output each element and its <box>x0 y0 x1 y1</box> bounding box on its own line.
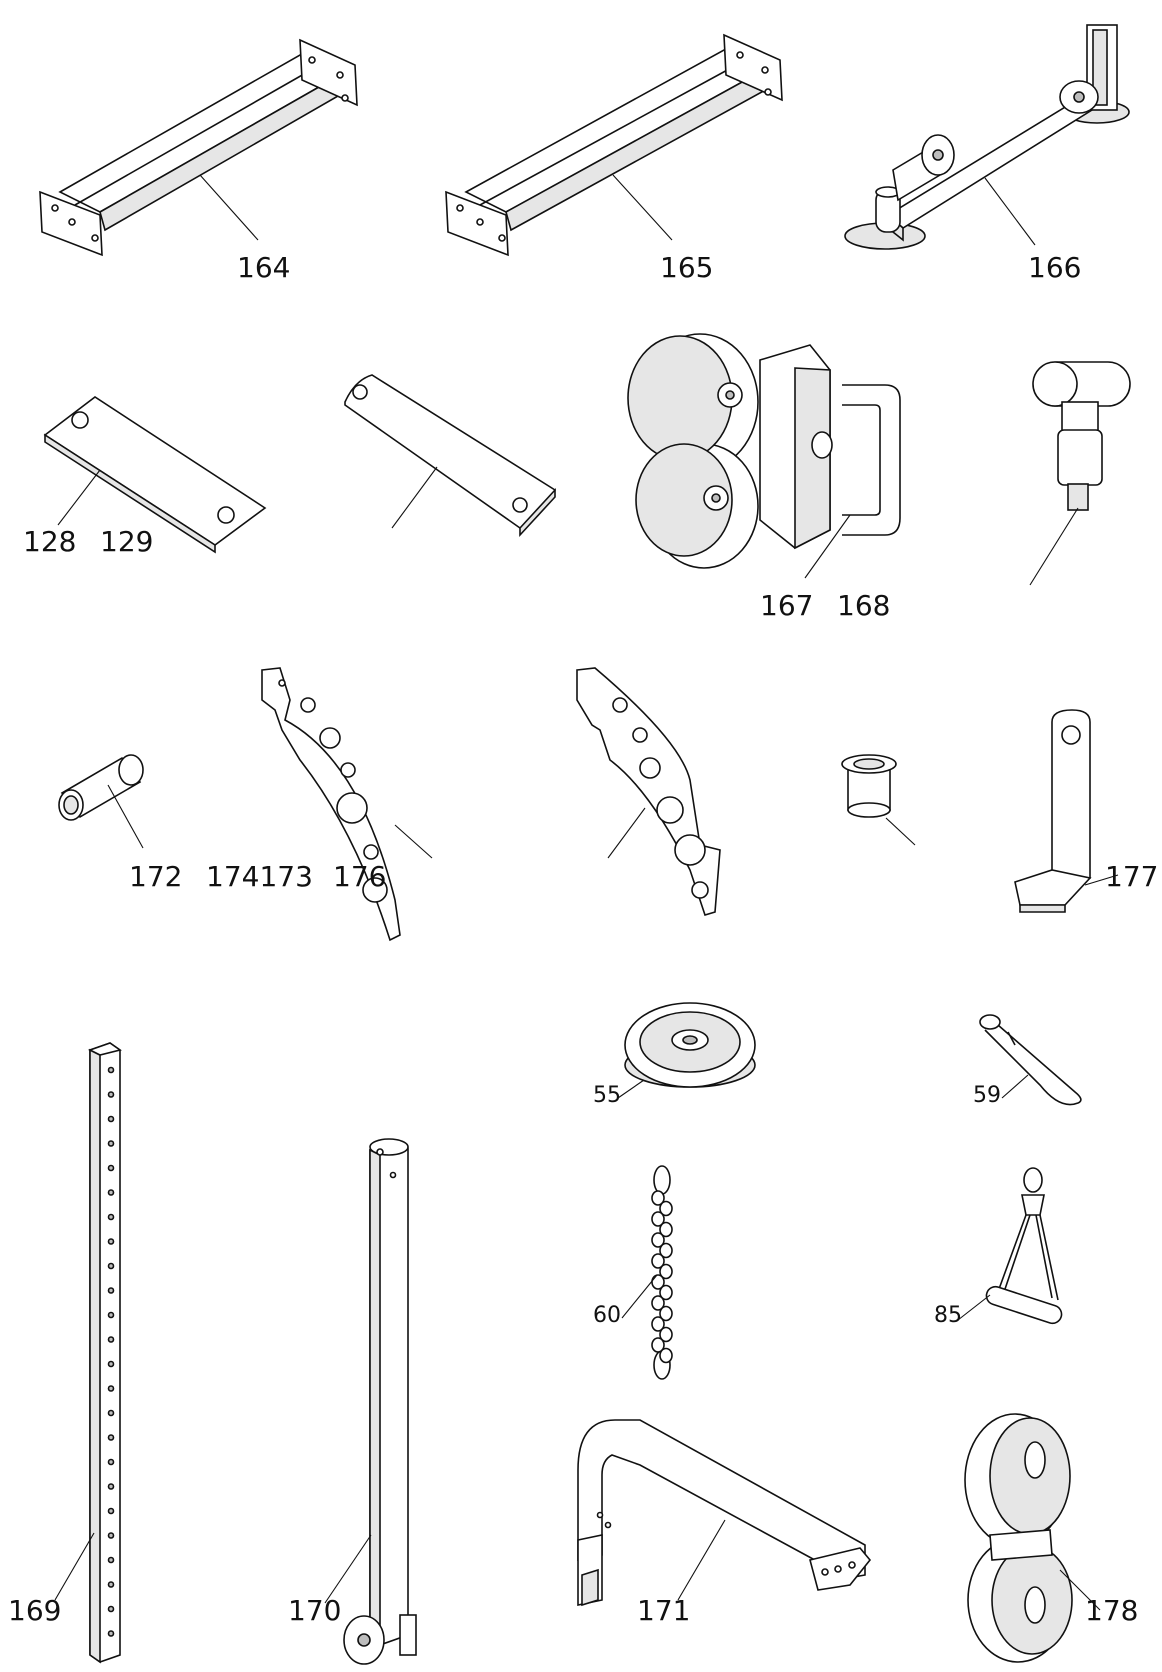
part-165-crossbar <box>445 33 783 257</box>
part-60-chain <box>621 1165 673 1380</box>
chain-link <box>659 1284 673 1301</box>
part-170-upright-pulley <box>324 1138 417 1665</box>
part-167-168-pulley-carriage <box>627 333 901 579</box>
part-side-plate-mirror <box>576 667 721 916</box>
upright-hole <box>107 1189 115 1196</box>
label-129: 129 <box>100 525 154 558</box>
label-85: 85 <box>934 1303 962 1328</box>
chain-link <box>659 1221 673 1238</box>
upright-hole <box>107 1605 115 1613</box>
part-171-bent-arm <box>577 1419 872 1607</box>
label-177: 177 <box>1105 860 1159 893</box>
upright-hole <box>107 1385 115 1392</box>
label-178: 178 <box>1085 1594 1139 1627</box>
upright-hole <box>107 1532 115 1539</box>
upright-hole <box>107 1336 115 1343</box>
part-169-upright <box>54 1042 122 1664</box>
upright-hole <box>107 1238 115 1245</box>
part-pop-pin <box>1029 361 1131 586</box>
chain-link <box>659 1242 673 1259</box>
part-164-crossbar <box>39 38 358 257</box>
part-59-spring-clip <box>979 1014 1082 1106</box>
upright-hole <box>107 1262 115 1270</box>
label-164: 164 <box>237 251 291 284</box>
label-55: 55 <box>593 1083 621 1108</box>
label-168: 168 <box>837 589 891 622</box>
upright-hole <box>107 1164 115 1172</box>
upright-hole <box>107 1409 115 1417</box>
upright-hole <box>107 1066 115 1074</box>
part-128-129-plate <box>43 396 267 554</box>
label-170: 170 <box>288 1594 342 1627</box>
upright-hole <box>107 1360 115 1368</box>
part-174-173-176-side-plate <box>261 667 433 942</box>
chain-link <box>659 1305 673 1322</box>
chain-link <box>651 1316 665 1332</box>
part-178-double-pulley <box>964 1413 1101 1663</box>
chain-link <box>651 1253 665 1269</box>
chain-link <box>659 1347 673 1364</box>
upright-hole <box>107 1483 115 1490</box>
part-flanged-bushing <box>841 754 916 846</box>
upright-hole <box>107 1458 115 1466</box>
label-165: 165 <box>660 251 714 284</box>
label-59: 59 <box>973 1083 1001 1108</box>
label-172: 172 <box>129 860 183 893</box>
upright-hole <box>107 1311 115 1319</box>
chain-link <box>651 1190 665 1206</box>
upright-hole <box>107 1581 115 1588</box>
upright-hole <box>107 1287 115 1294</box>
label-176: 176 <box>333 860 387 893</box>
upright-hole <box>107 1115 115 1123</box>
label-60: 60 <box>593 1303 621 1328</box>
upright-hole <box>107 1630 115 1637</box>
label-174173: 174173 <box>206 860 313 893</box>
upright-hole <box>107 1213 115 1221</box>
label-167: 167 <box>760 589 814 622</box>
chain-link <box>651 1337 665 1353</box>
chain-link <box>659 1326 673 1343</box>
label-128: 128 <box>23 525 77 558</box>
part-172-tube <box>58 754 144 849</box>
label-166: 166 <box>1028 251 1082 284</box>
upright-hole <box>107 1434 115 1441</box>
part-55-pulley <box>617 1002 756 1099</box>
label-171: 171 <box>637 1594 691 1627</box>
upright-hole <box>107 1507 115 1515</box>
chain-link <box>659 1200 673 1217</box>
upright-hole <box>107 1140 115 1147</box>
chain-link <box>651 1232 665 1248</box>
chain-link <box>651 1295 665 1311</box>
part-85-stirrup-handle <box>957 1167 1063 1325</box>
chain-link <box>651 1211 665 1227</box>
chain-link <box>659 1263 673 1280</box>
part-bent-plate <box>344 374 557 538</box>
part-177-l-bracket <box>1014 709 1119 913</box>
label-169: 169 <box>8 1594 62 1627</box>
upright-hole <box>107 1556 115 1564</box>
upright-hole <box>107 1091 115 1098</box>
part-166-pulley-arm <box>844 24 1130 250</box>
